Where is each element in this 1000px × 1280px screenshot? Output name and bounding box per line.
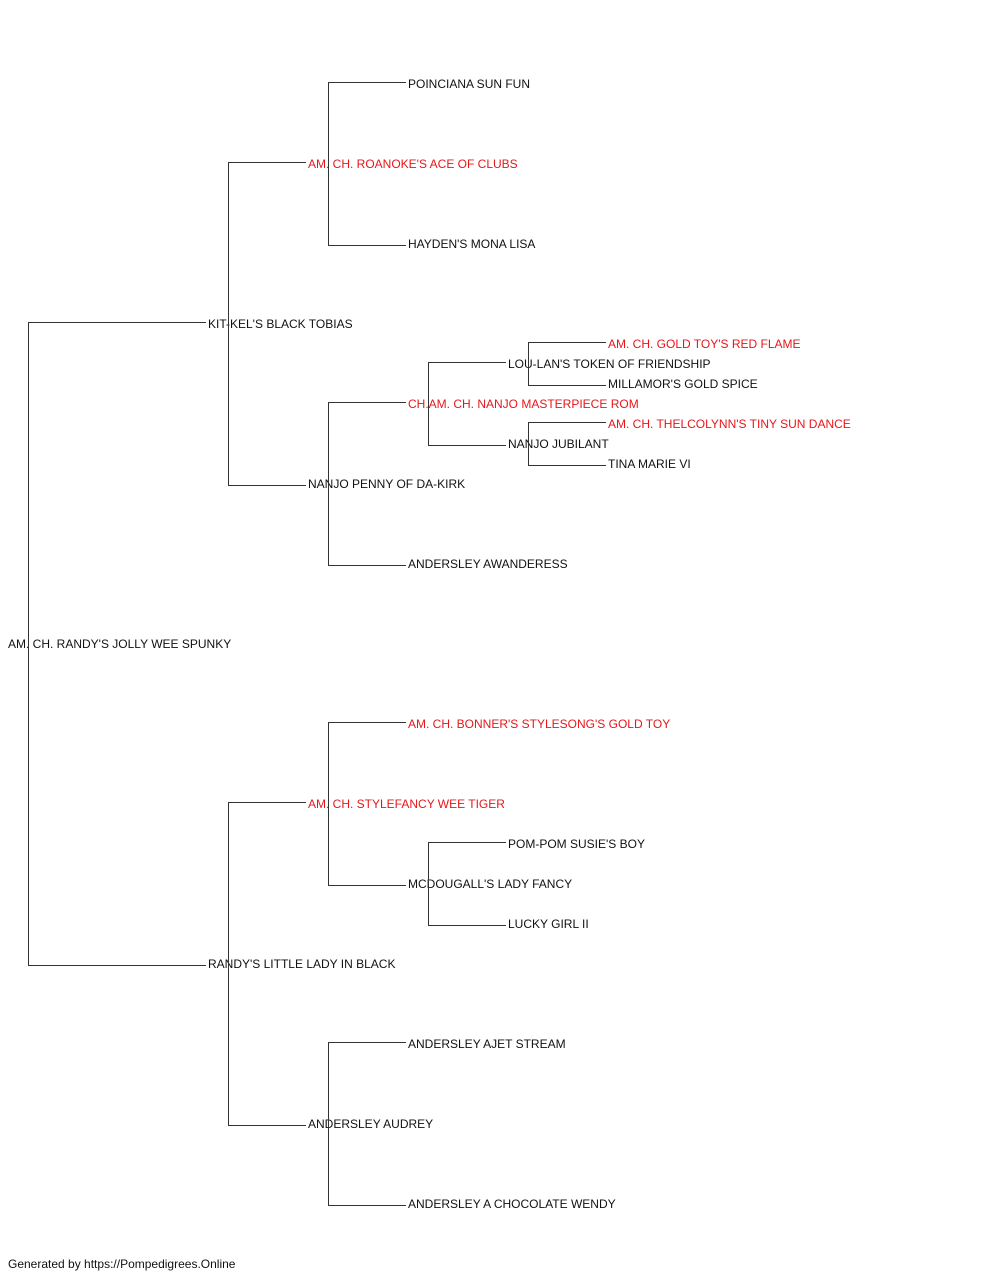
- sire-dog-name: KIT-KEL'S BLACK TOBIAS: [208, 317, 355, 331]
- connector-line: [228, 485, 306, 486]
- connector-line: [228, 802, 306, 803]
- connector-line: [328, 402, 329, 565]
- connector-line: [28, 965, 206, 966]
- connector-line: [528, 422, 606, 423]
- connector-line: [228, 802, 229, 1125]
- sire-sire-sire-dog-name: POINCIANA SUN FUN: [408, 77, 533, 91]
- connector-line: [328, 402, 406, 403]
- gen6-dam-dog-name: MILLAMOR'S GOLD SPICE: [608, 377, 760, 391]
- dam-sire-dam-dog-name: MCDOUGALL'S LADY FANCY: [408, 877, 575, 891]
- dam-dam-dam-dog-name: ANDERSLEY A CHOCOLATE WENDY: [408, 1197, 618, 1211]
- connector-line: [328, 885, 406, 886]
- generated-by-footer: Generated by https://Pompedigrees.Online: [8, 1257, 236, 1271]
- gen6-sire-dog-name: AM. CH. THELCOLYNN'S TINY SUN DANCE: [608, 417, 853, 431]
- connector-line: [328, 1042, 406, 1043]
- dam-dam-dog-name: ANDERSLEY AUDREY: [308, 1117, 436, 1131]
- connector-line: [428, 362, 429, 445]
- connector-line: [328, 722, 406, 723]
- connector-line: [328, 82, 406, 83]
- dam-sire-sire-dog-name: AM. CH. BONNER'S STYLESONG'S GOLD TOY: [408, 717, 673, 731]
- connector-line: [528, 385, 606, 386]
- gen5-dam-dog-name: LUCKY GIRL II: [508, 917, 591, 931]
- connector-line: [428, 925, 506, 926]
- connector-line: [228, 162, 229, 485]
- sire-sire-dam-dog-name: HAYDEN'S MONA LISA: [408, 237, 538, 251]
- dam-dog-name: RANDY'S LITTLE LADY IN BLACK: [208, 957, 398, 971]
- subject-dog-name: AM. CH. RANDY'S JOLLY WEE SPUNKY: [8, 637, 234, 651]
- connector-line: [328, 245, 406, 246]
- dam-dam-sire-dog-name: ANDERSLEY AJET STREAM: [408, 1037, 568, 1051]
- connector-line: [328, 722, 329, 885]
- connector-line: [428, 842, 429, 925]
- connector-line: [328, 1042, 329, 1205]
- connector-line: [328, 82, 329, 245]
- connector-line: [528, 342, 529, 385]
- gen5-dam-dog-name: NANJO JUBILANT: [508, 437, 611, 451]
- gen5-sire-dog-name: LOU-LAN'S TOKEN OF FRIENDSHIP: [508, 357, 713, 371]
- connector-line: [228, 1125, 306, 1126]
- connector-line: [328, 1205, 406, 1206]
- connector-line: [428, 842, 506, 843]
- connector-line: [528, 465, 606, 466]
- connector-line: [528, 422, 529, 465]
- gen5-sire-dog-name: POM-POM SUSIE'S BOY: [508, 837, 647, 851]
- connector-line: [428, 445, 506, 446]
- connector-line: [528, 342, 606, 343]
- connector-line: [428, 362, 506, 363]
- dam-sire-dog-name: AM. CH. STYLEFANCY WEE TIGER: [308, 797, 507, 811]
- connector-line: [28, 322, 29, 965]
- sire-dam-sire-dog-name: CH.AM. CH. NANJO MASTERPIECE ROM: [408, 397, 641, 411]
- sire-dam-dog-name: NANJO PENNY OF DA-KIRK: [308, 477, 468, 491]
- sire-sire-dog-name: AM. CH. ROANOKE'S ACE OF CLUBS: [308, 157, 520, 171]
- connector-line: [228, 162, 306, 163]
- sire-dam-dam-dog-name: ANDERSLEY AWANDERESS: [408, 557, 570, 571]
- connector-line: [328, 565, 406, 566]
- connector-line: [28, 322, 206, 323]
- gen6-dam-dog-name: TINA MARIE VI: [608, 457, 693, 471]
- gen6-sire-dog-name: AM. CH. GOLD TOY'S RED FLAME: [608, 337, 803, 351]
